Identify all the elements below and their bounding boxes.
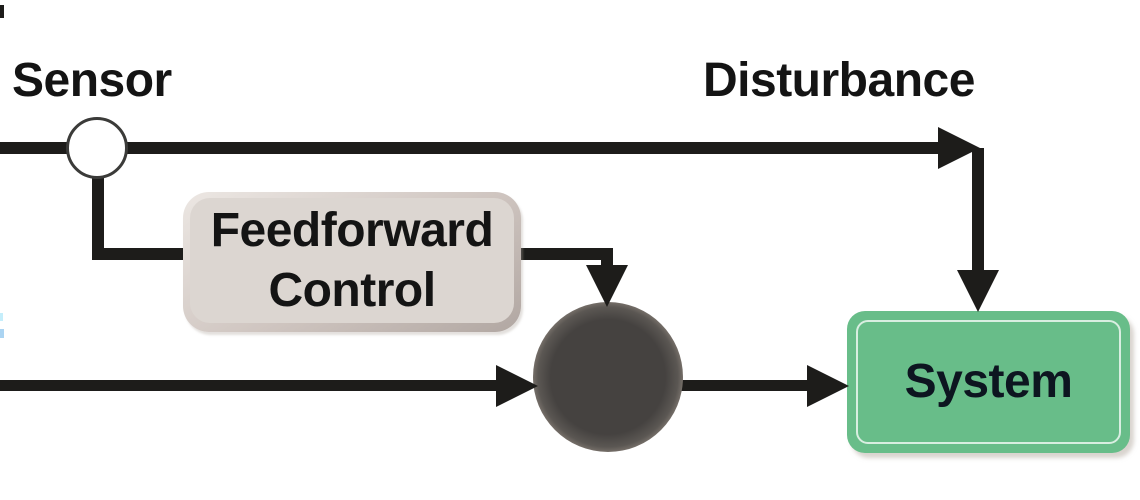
- cutoff-cyan-fragment-2: [0, 329, 4, 338]
- output-line: [662, 380, 810, 391]
- summing-junction-circle: [533, 302, 683, 452]
- input-line: [0, 380, 498, 391]
- system-block: System: [847, 311, 1130, 453]
- sensor-elbow-line: [92, 248, 187, 260]
- disturbance-line-vertical: [972, 148, 984, 272]
- feedforward-out-line: [519, 248, 613, 260]
- disturbance-label: Disturbance: [703, 54, 975, 107]
- system-block-face: System: [856, 320, 1121, 444]
- output-arrowhead-icon: [807, 365, 849, 407]
- cutoff-cyan-fragment-1: [0, 313, 3, 321]
- feedforward-control-block-face: Feedforward Control: [190, 198, 514, 323]
- input-arrowhead-icon: [496, 365, 538, 407]
- disturbance-line-horizontal: [0, 142, 940, 154]
- feedforward-label-line2: Control: [268, 263, 436, 317]
- sensor-drop-line: [92, 176, 104, 260]
- cutoff-line-fragment: [0, 5, 4, 18]
- feedforward-label-line1: Feedforward: [210, 203, 494, 257]
- feedforward-control-block: Feedforward Control: [183, 192, 521, 332]
- disturbance-down-arrowhead-icon: [957, 270, 999, 312]
- sensor-label: Sensor: [12, 54, 172, 107]
- system-label: System: [904, 355, 1073, 408]
- sensor-node-circle: [66, 117, 128, 179]
- feedforward-down-arrowhead-icon: [586, 265, 628, 307]
